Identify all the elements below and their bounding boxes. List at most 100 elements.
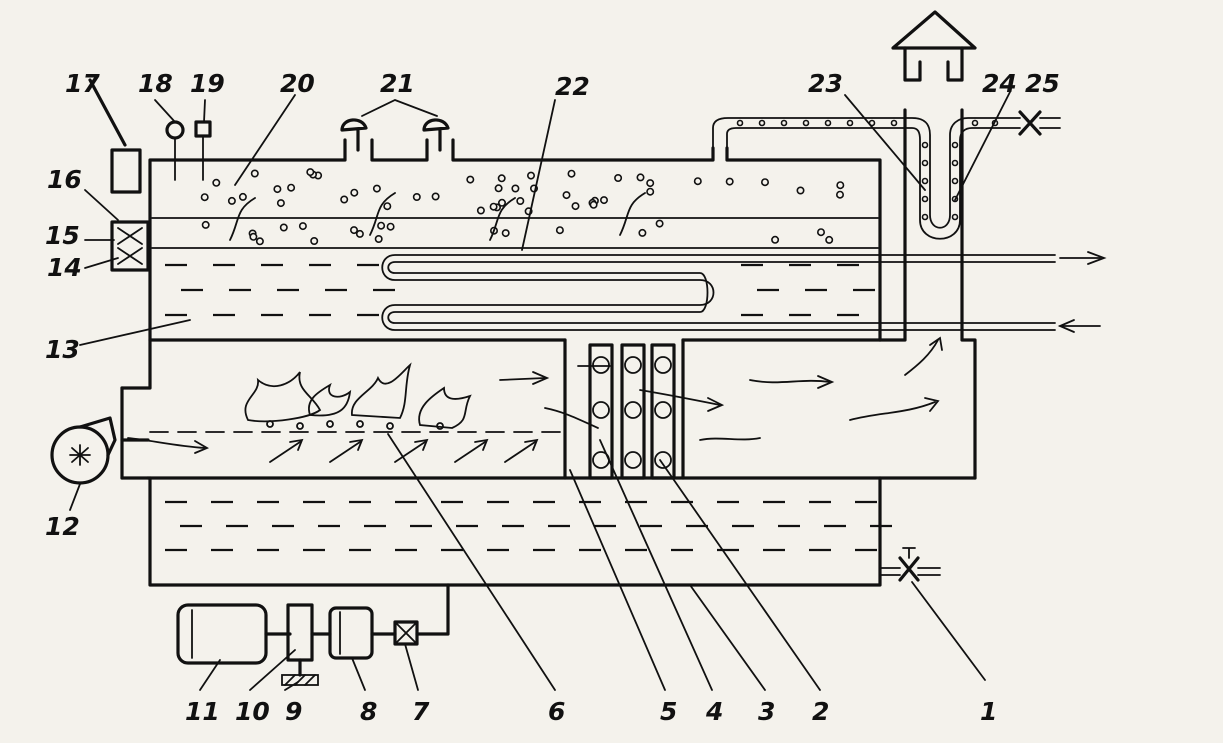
label-14: 14 <box>47 253 82 282</box>
label-6: 6 <box>548 697 565 726</box>
steam-bubble <box>511 184 520 193</box>
steam-bubble <box>377 221 386 230</box>
feed-pump-train <box>176 583 450 686</box>
steam-bubble <box>476 206 485 215</box>
label-11: 11 <box>185 697 220 726</box>
label-4: 4 <box>705 697 723 726</box>
steam-bubble <box>355 229 364 238</box>
steam-dot <box>802 119 810 127</box>
steam-dot <box>824 119 832 127</box>
steam-bubble <box>589 200 598 209</box>
steam-bubble <box>386 222 395 231</box>
blower-fan <box>50 416 117 485</box>
upper-drum-water <box>165 263 875 317</box>
steam-wisp <box>229 197 256 241</box>
steam-dot <box>921 177 929 185</box>
steam-bubble <box>279 223 288 232</box>
steam-bubble <box>646 179 655 188</box>
tube-section <box>592 356 610 374</box>
steam-bubble <box>825 235 834 244</box>
label-20: 20 <box>280 69 315 98</box>
part-labels: 1 2 3 4 5 6 7 8 9 10 11 12 13 14 15 16 1… <box>45 69 1060 726</box>
label-22: 22 <box>555 72 590 101</box>
steam-pipe <box>712 110 1061 240</box>
gas-flow-arrows <box>127 336 943 463</box>
steam-dot <box>736 119 744 127</box>
steam-bubble <box>349 226 358 235</box>
steam-bubble <box>567 169 576 178</box>
tube-section <box>654 356 672 374</box>
steam-bubble <box>276 199 285 208</box>
steam-pipe-dots <box>736 119 999 221</box>
steam-dot <box>758 119 766 127</box>
steam-bubble <box>614 174 623 183</box>
label-12: 12 <box>45 512 80 541</box>
steam-bubble <box>836 181 845 190</box>
flames <box>244 362 472 430</box>
label-18: 18 <box>138 69 173 98</box>
label-15: 15 <box>45 221 80 250</box>
label-25: 25 <box>1025 69 1060 98</box>
steam-bubble <box>599 196 608 205</box>
steam-dot <box>951 213 959 221</box>
steam-bubble <box>340 195 349 204</box>
steam-bubble <box>250 169 259 178</box>
chimney <box>891 10 977 82</box>
steam-bubble <box>816 228 825 237</box>
steam-bubble <box>350 188 359 197</box>
label-7: 7 <box>412 697 430 726</box>
steam-bubble <box>497 174 506 183</box>
label-8: 8 <box>360 697 377 726</box>
steam-dot <box>921 141 929 149</box>
label-10: 10 <box>235 697 270 726</box>
steam-bubble <box>501 229 510 238</box>
furnace-chamber <box>120 108 977 480</box>
steam-wisp <box>489 197 516 241</box>
water-gauge <box>110 220 150 272</box>
steam-bubble <box>306 168 315 177</box>
steam-bubble <box>287 183 296 192</box>
steam-dot <box>951 159 959 167</box>
tube-section <box>624 401 642 419</box>
steam-bubble <box>227 196 236 205</box>
steam-bubble <box>638 228 647 237</box>
steam-bubble <box>562 191 571 200</box>
label-5: 5 <box>660 697 677 726</box>
steam-bubble <box>760 178 769 187</box>
label-16: 16 <box>47 165 82 194</box>
steam-bubble <box>412 193 421 202</box>
steam-bubble <box>497 198 506 207</box>
steam-bubble <box>725 177 734 186</box>
tube-section <box>654 401 672 419</box>
upper-drum <box>120 138 882 390</box>
steam-bubble <box>771 235 780 244</box>
steam-bubble <box>466 175 475 184</box>
steam-bubble <box>212 178 221 187</box>
tube-section <box>654 451 672 469</box>
steam-coil <box>381 251 1107 333</box>
steam-bubble <box>796 186 805 195</box>
label-24: 24 <box>982 69 1017 98</box>
steam-dot <box>780 119 788 127</box>
steam-bubble <box>555 226 564 235</box>
water-tubes <box>592 356 672 469</box>
steam-bubble <box>571 202 580 211</box>
steam-dot <box>971 119 979 127</box>
leader-lines <box>69 91 1011 691</box>
label-21: 21 <box>380 69 415 98</box>
steam-bubble <box>374 235 383 244</box>
steam-bubble <box>310 237 319 246</box>
steam-wisp <box>369 192 396 236</box>
lower-drum-water <box>165 500 892 552</box>
steam-bubble <box>255 237 264 246</box>
steam-bubble <box>646 187 655 196</box>
steam-bubble <box>526 171 535 180</box>
steam-dot <box>921 159 929 167</box>
steam-dot <box>846 119 854 127</box>
steam-bubble <box>238 192 247 201</box>
steam-bubble <box>489 202 498 211</box>
tube-section <box>624 356 642 374</box>
steam-bubble <box>249 232 258 241</box>
